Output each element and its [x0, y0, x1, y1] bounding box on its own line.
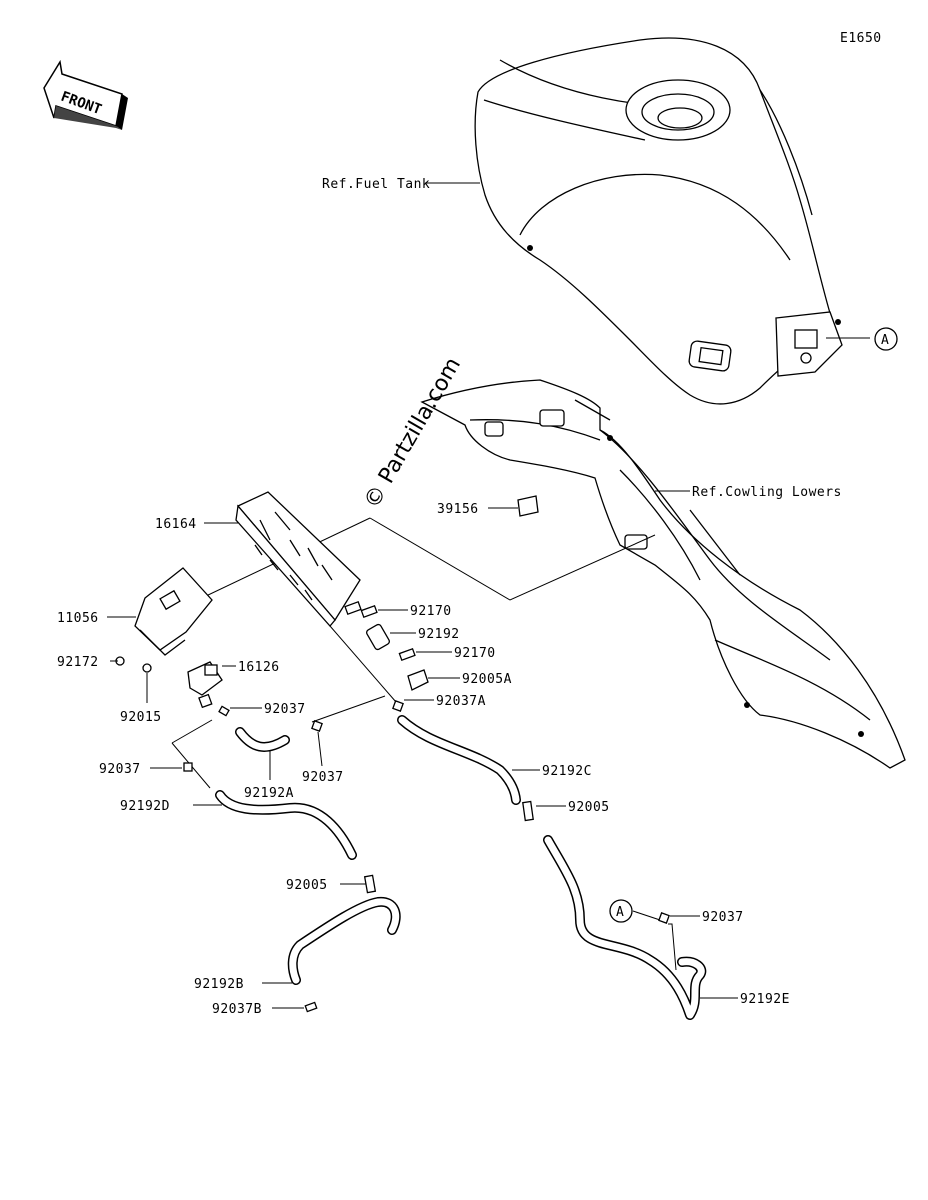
label-92037-left: 92037 [99, 762, 141, 777]
diagram-id: E1650 [840, 31, 882, 46]
clamp-92170-bottom [398, 647, 416, 661]
label-92192B: 92192B [194, 977, 244, 992]
hose-92192 [366, 623, 390, 651]
label-16126: 16126 [238, 660, 280, 675]
svg-text:A: A [616, 905, 624, 920]
label-92192A: 92192A [244, 786, 294, 801]
valve-16126 [187, 661, 223, 709]
bracket-11056 [134, 567, 213, 656]
label-92005-left: 92005 [286, 878, 328, 893]
label-16164: 16164 [155, 517, 197, 532]
fuel-tank [474, 37, 870, 405]
part-39156 [517, 495, 539, 517]
clip-92037B [304, 1001, 318, 1013]
label-92015: 92015 [120, 710, 162, 725]
ref-fuel-tank-label: Ref.Fuel Tank [322, 177, 430, 192]
label-92005-right: 92005 [568, 800, 610, 815]
clip-92037-mid [311, 720, 323, 732]
joint-92005A [407, 669, 429, 691]
svg-text:A: A [881, 333, 889, 348]
clip-92037-upper [218, 705, 230, 717]
ref-cowling-lowers-label: Ref.Cowling Lowers [692, 485, 842, 500]
joint-92005-left [363, 874, 377, 894]
clip-92037A [392, 700, 404, 712]
callout-a-top: A [874, 327, 898, 351]
label-92170-top: 92170 [410, 604, 452, 619]
label-39156: 39156 [437, 502, 479, 517]
watermark: © Partzilla.com [360, 353, 467, 513]
canister-16164 [235, 491, 362, 627]
front-arrow-icon: FRONT [43, 59, 128, 130]
clip-92037-left [183, 762, 193, 772]
nut-92015 [142, 663, 152, 673]
callout-a-bottom: A [609, 899, 633, 923]
label-92037-upper: 92037 [264, 702, 306, 717]
label-92192D: 92192D [120, 799, 170, 814]
label-92037B: 92037B [212, 1002, 262, 1017]
label-92170-bottom: 92170 [454, 646, 496, 661]
cowling-lowers [420, 379, 906, 769]
label-92037A: 92037A [436, 694, 486, 709]
label-92172: 92172 [57, 655, 99, 670]
label-92192E: 92192E [740, 992, 790, 1007]
joint-92005-right [522, 800, 534, 822]
label-92005A: 92005A [462, 672, 512, 687]
label-11056: 11056 [57, 611, 99, 626]
label-92037-right: 92037 [702, 910, 744, 925]
label-92192: 92192 [418, 627, 460, 642]
clamp-92170-top [360, 604, 378, 618]
label-92192C: 92192C [542, 764, 592, 779]
clip-92037-right [658, 912, 670, 924]
label-92037-mid: 92037 [302, 770, 344, 785]
